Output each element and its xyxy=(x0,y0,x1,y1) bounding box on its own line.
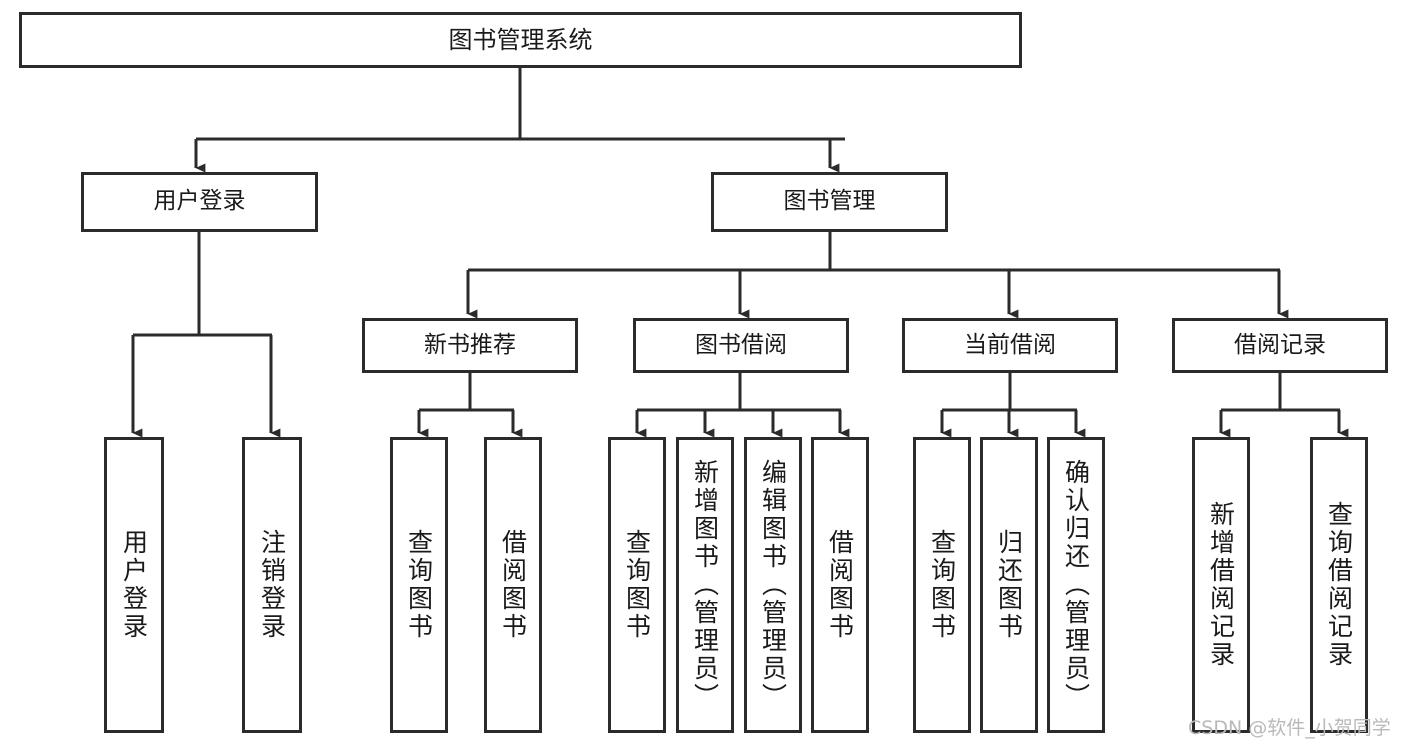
node-leaf-add-book-label: 新增图书（管理员） xyxy=(690,459,720,711)
node-leaf-query-book-3-label: 查询图书 xyxy=(927,529,957,641)
node-new-book-recommend-label: 新书推荐 xyxy=(424,331,516,358)
node-user-login-label: 用户登录 xyxy=(153,188,246,215)
node-root-system-label: 图书管理系统 xyxy=(448,25,593,54)
node-leaf-add-record-label: 新增借阅记录 xyxy=(1206,501,1236,669)
node-leaf-add-record[interactable]: 新增借阅记录 xyxy=(1192,437,1250,733)
watermark-text: CSDN @软件_小贺同学 xyxy=(1188,717,1391,739)
node-current-borrow[interactable]: 当前借阅 xyxy=(902,318,1118,373)
node-leaf-edit-book-label: 编辑图书（管理员） xyxy=(758,459,788,711)
node-leaf-borrow-book-1[interactable]: 借阅图书 xyxy=(484,437,542,733)
node-leaf-borrow-book-2-label: 借阅图书 xyxy=(825,529,855,641)
node-user-login[interactable]: 用户登录 xyxy=(81,172,318,232)
node-leaf-query-book-1[interactable]: 查询图书 xyxy=(390,437,448,733)
node-new-book-recommend[interactable]: 新书推荐 xyxy=(362,318,578,373)
node-leaf-confirm-return[interactable]: 确认归还（管理员） xyxy=(1047,437,1105,733)
node-leaf-query-record-label: 查询借阅记录 xyxy=(1324,501,1354,669)
node-book-borrow[interactable]: 图书借阅 xyxy=(633,318,849,373)
node-leaf-query-book-1-label: 查询图书 xyxy=(404,529,434,641)
node-leaf-user-logout-label: 注销登录 xyxy=(257,529,287,641)
node-leaf-user-login-label: 用户登录 xyxy=(119,529,149,641)
node-leaf-borrow-book-1-label: 借阅图书 xyxy=(498,529,528,641)
node-leaf-return-book-label: 归还图书 xyxy=(994,529,1024,641)
node-book-borrow-label: 图书借阅 xyxy=(695,331,787,358)
node-leaf-edit-book[interactable]: 编辑图书（管理员） xyxy=(744,437,802,733)
node-current-borrow-label: 当前借阅 xyxy=(964,331,1056,358)
node-leaf-query-record[interactable]: 查询借阅记录 xyxy=(1310,437,1368,733)
node-leaf-query-book-2-label: 查询图书 xyxy=(622,529,652,641)
node-leaf-confirm-return-label: 确认归还（管理员） xyxy=(1061,459,1091,711)
node-leaf-return-book[interactable]: 归还图书 xyxy=(980,437,1038,733)
node-book-management-label: 图书管理 xyxy=(783,188,876,215)
node-borrow-record-label: 借阅记录 xyxy=(1234,331,1326,358)
node-leaf-add-book[interactable]: 新增图书（管理员） xyxy=(676,437,734,733)
node-leaf-user-logout[interactable]: 注销登录 xyxy=(242,437,302,733)
node-leaf-borrow-book-2[interactable]: 借阅图书 xyxy=(811,437,869,733)
node-book-management[interactable]: 图书管理 xyxy=(711,172,948,232)
node-leaf-user-login[interactable]: 用户登录 xyxy=(104,437,164,733)
node-root-system[interactable]: 图书管理系统 xyxy=(19,12,1022,68)
node-borrow-record[interactable]: 借阅记录 xyxy=(1172,318,1388,373)
node-leaf-query-book-3[interactable]: 查询图书 xyxy=(913,437,971,733)
node-leaf-query-book-2[interactable]: 查询图书 xyxy=(608,437,666,733)
